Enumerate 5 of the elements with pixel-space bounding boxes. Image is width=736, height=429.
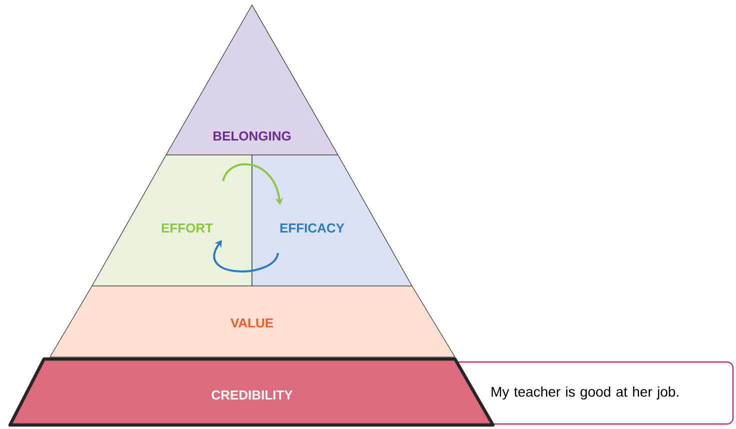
pyramid-tier: BELONGING — [166, 4, 338, 156]
cycle-arrow — [213, 240, 279, 272]
pyramid-tier: EFFICACY — [252, 154, 412, 286]
pyramid-tier: VALUE — [50, 286, 456, 358]
pyramid-tier: EFFORT — [92, 154, 252, 286]
